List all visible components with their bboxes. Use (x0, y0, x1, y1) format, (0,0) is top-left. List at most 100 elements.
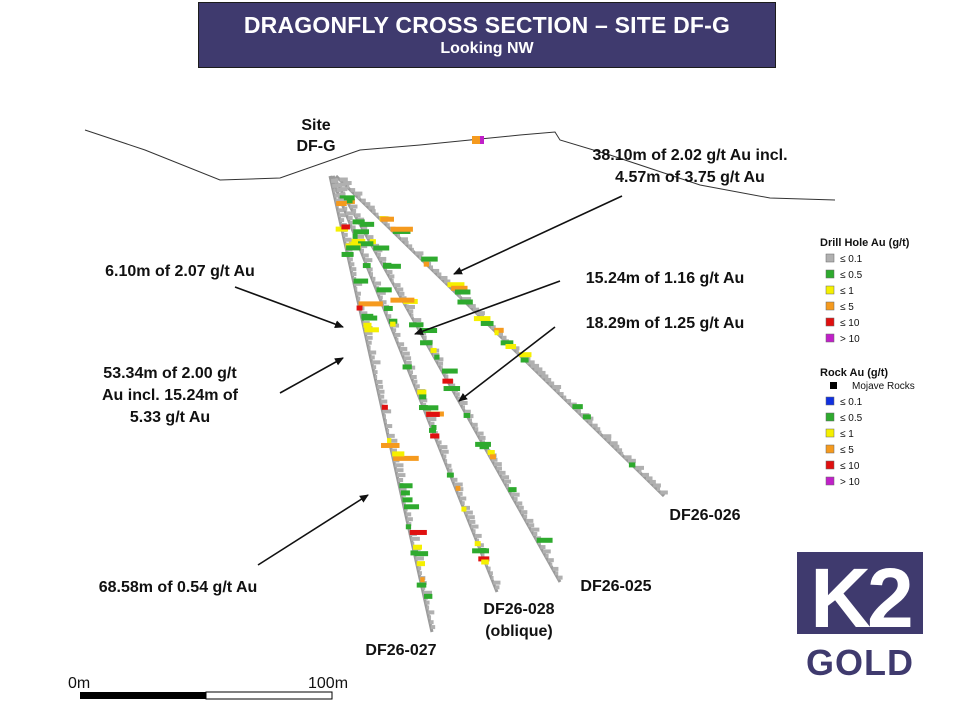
assay-bar-background (602, 434, 612, 439)
page-title: DRAGONFLY CROSS SECTION – SITE DF-G (243, 12, 731, 38)
assay-bar-background (606, 437, 612, 442)
scale-start-label: 0m (68, 675, 90, 692)
assay-bar-background (333, 188, 336, 193)
assay-bar-background (405, 512, 412, 517)
assay-bar-background (372, 209, 376, 214)
assay-bar-background (411, 313, 414, 318)
legend-label: ≤ 0.1 (840, 397, 863, 408)
assay-bar (428, 427, 437, 433)
assay-bar (446, 472, 454, 478)
assay-bar (358, 241, 374, 247)
assay-bar-background (491, 457, 498, 462)
assay-bar (353, 278, 369, 284)
assay-bar-background (547, 558, 554, 563)
assay-bar (490, 454, 496, 460)
assay-bar-background (493, 580, 501, 585)
assay-bar-background (394, 283, 401, 288)
assay-bar-background (501, 475, 510, 480)
assay-bar (451, 285, 468, 291)
assay-bar-background (357, 195, 361, 200)
assay-bar-background (430, 625, 436, 630)
assay-bar-background (349, 220, 353, 225)
assay-bar-background (376, 252, 381, 257)
assay-bar-background (469, 519, 476, 524)
assay-bar-background (338, 213, 346, 218)
surface-rock-sample-magenta (480, 136, 484, 144)
assay-bar-background (429, 265, 434, 270)
assay-bar-background (552, 384, 562, 389)
assay-bar-background (354, 213, 361, 218)
assay-bar-background (545, 377, 552, 382)
legend-swatch (825, 269, 835, 279)
assay-bar-background (436, 272, 442, 277)
topography-line (84, 129, 836, 201)
assay-bar-background (413, 318, 422, 323)
assay-bar-background (382, 409, 392, 414)
assay-bar-background (344, 237, 352, 242)
assay-bar-background (638, 469, 642, 474)
assay-bar (352, 219, 365, 225)
assay-bar-background (496, 466, 502, 471)
scale-end-label: 100m (308, 675, 348, 692)
assay-bar (447, 282, 465, 288)
assay-bar (336, 201, 347, 207)
assay-bar (414, 551, 429, 557)
assay-bar-background (350, 267, 357, 272)
title-banner: DRAGONFLY CROSS SECTION – SITE DF-G Look… (198, 2, 776, 68)
assay-bar-background (360, 248, 364, 253)
assay-bar (463, 412, 471, 418)
assay-bar-background (332, 183, 339, 188)
assay-bar (376, 287, 392, 293)
assay-bar-background (555, 571, 559, 576)
assay-bar (423, 405, 439, 411)
assay-bar-background (387, 428, 390, 433)
assay-bar (420, 577, 425, 583)
assay-bar (390, 226, 413, 232)
assay-bar-background (409, 370, 414, 375)
assay-bar-background (364, 258, 373, 263)
assay-bar (341, 251, 354, 257)
assay-bar-background (455, 392, 460, 397)
assay-bar-background (398, 291, 405, 296)
assay-bar-background (346, 184, 350, 189)
assay-bar-background (440, 366, 443, 371)
assay-bar (430, 433, 440, 439)
assay-bar (457, 299, 473, 305)
assay-bar-background (444, 459, 448, 464)
arrow-intercept-027-upper (234, 286, 344, 328)
assay-bar-background (463, 505, 470, 510)
hole-label-df26-027: DF26-027 (365, 642, 436, 659)
assay-bar (473, 316, 491, 322)
legend-swatch (825, 444, 835, 454)
assay-bar-background (398, 342, 405, 347)
assay-bar-background (407, 522, 412, 527)
assay-bar-background (376, 379, 383, 384)
assay-bar-background (418, 254, 423, 259)
assay-bar (358, 301, 383, 307)
assay-bar (405, 524, 412, 530)
assay-bar-background (479, 435, 486, 440)
assay-bar (361, 313, 374, 319)
assay-bar-background (527, 360, 535, 365)
assay-bar-background (345, 211, 355, 216)
legend-label: ≤ 10 (840, 461, 860, 472)
surface-rock-sample-orange (472, 136, 481, 144)
intercept-027-lower: 68.58m of 0.54 g/t Au (99, 579, 258, 596)
assay-bar-background (372, 365, 377, 370)
site-label-line1: Site (301, 117, 330, 134)
intercept-main-line3: 5.33 g/t Au (130, 409, 210, 426)
assay-bar-background (444, 279, 451, 284)
assay-bar-background (446, 463, 452, 468)
assay-bar-background (400, 346, 408, 351)
assay-bar-background (433, 268, 440, 273)
legend-swatch (825, 460, 835, 470)
assay-bar-background (645, 476, 653, 481)
assay-bar-background (542, 549, 551, 554)
assay-bar-background (384, 419, 387, 424)
assay-bar (383, 263, 401, 269)
legend-label: ≤ 0.1 (840, 254, 863, 265)
assay-bar-background (413, 379, 418, 384)
assay-bar-background (379, 256, 387, 261)
legend-label: > 10 (840, 477, 860, 488)
assay-bar-background (516, 501, 523, 506)
